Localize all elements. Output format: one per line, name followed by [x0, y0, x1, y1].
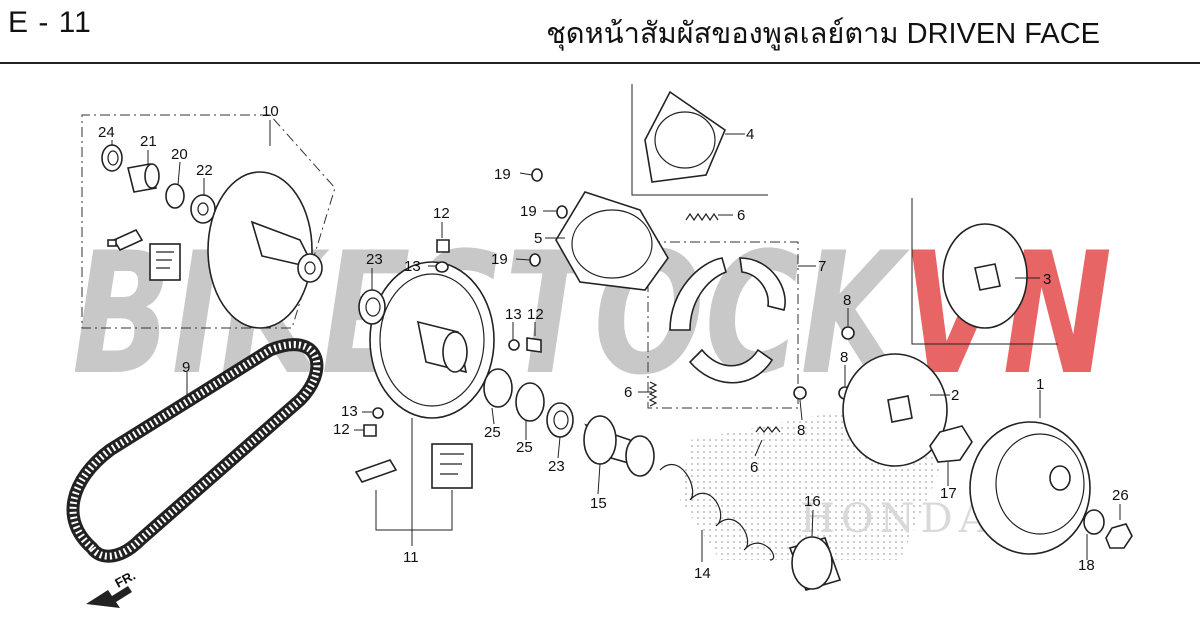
part-11-movable-driven-face	[369, 261, 495, 419]
header-rule	[0, 62, 1200, 64]
callout-22: 22	[196, 162, 213, 179]
header: E - 11 ชุดหน้าสัมผัสของพูลเลย์ตาม DRIVEN…	[0, 0, 1200, 64]
callout-8a: 8	[843, 292, 851, 309]
part-13-roller-c	[372, 407, 384, 419]
part-19-clip-b	[556, 205, 568, 219]
part-5-drive-plate	[555, 191, 669, 291]
part-6-spring-c	[755, 426, 781, 433]
callout-15: 15	[590, 495, 607, 512]
group-box-3	[911, 198, 1058, 345]
part-9-drive-belt	[66, 338, 324, 563]
callout-25a: 25	[484, 424, 501, 441]
callout-9: 9	[182, 359, 190, 376]
callout-24: 24	[98, 124, 115, 141]
group-box-4	[631, 84, 768, 196]
background-logo-text: HONDA	[800, 496, 994, 542]
part-17-nut	[929, 425, 973, 463]
part-4-plate-gasket	[644, 90, 726, 183]
part-6-spring	[685, 212, 719, 222]
background-honda-logo: HONDA	[680, 400, 994, 560]
callout-6c: 6	[750, 459, 758, 476]
callout-12a: 12	[433, 205, 450, 222]
group-box-7	[647, 241, 799, 409]
callout-19a: 19	[494, 166, 511, 183]
callout-3: 3	[1043, 271, 1051, 288]
part-19-clip-c	[529, 253, 541, 267]
part-24-oil-seal	[101, 144, 123, 172]
part-20-circlip	[165, 183, 185, 209]
callout-25b: 25	[516, 439, 533, 456]
callout-21: 21	[140, 133, 157, 150]
callout-5: 5	[534, 230, 542, 247]
part-23-oil-seal	[358, 289, 386, 325]
callout-26: 26	[1112, 487, 1129, 504]
front-direction-arrow: FR.	[86, 568, 138, 608]
part-16-spring-seat	[788, 536, 842, 591]
part-12-guide-pin	[436, 239, 450, 253]
callout-13a: 13	[404, 258, 421, 275]
part-15-seal-collar	[583, 415, 655, 477]
part-26-nut	[1105, 523, 1133, 549]
callout-11: 11	[403, 549, 419, 566]
page-title: ชุดหน้าสัมผัสของพูลเลย์ตาม DRIVEN FACE	[546, 18, 1100, 50]
front-direction-label: FR.	[112, 568, 138, 591]
leader-lines	[111, 120, 1121, 562]
part-13-roller-b	[508, 339, 520, 351]
grease-card-icon	[149, 243, 181, 281]
part-13-roller	[435, 261, 449, 273]
part-3-drive-plate	[942, 223, 1028, 329]
grease-tube-icon-b	[354, 459, 398, 483]
part-12-guide-pin-b	[526, 337, 542, 353]
part-8-collar	[841, 326, 855, 340]
callout-14: 14	[694, 565, 711, 582]
page-code: E - 11	[8, 6, 92, 39]
callout-13b: 13	[505, 306, 522, 323]
part-1-clutch-outer	[969, 421, 1091, 555]
callout-8b: 8	[840, 349, 848, 366]
callout-16: 16	[804, 493, 821, 510]
grease-card-icon-b	[431, 443, 473, 489]
callout-4: 4	[746, 126, 754, 143]
callout-2: 2	[951, 387, 959, 404]
part-8-collar-c	[793, 386, 807, 400]
callout-10: 10	[262, 103, 279, 120]
callout-1: 1	[1036, 376, 1044, 393]
part-21-needle-bearing	[127, 163, 160, 193]
part-7-clutch-weight-set	[669, 257, 786, 384]
part-14-driven-face-spring	[659, 463, 775, 561]
part-25-o-ring-b	[515, 382, 545, 422]
part-10-driven-face	[207, 171, 323, 329]
part-12-guide-pin-c	[363, 424, 377, 437]
callout-20: 20	[171, 146, 188, 163]
exploded-parts-diagram: HONDA BIKESTOCKVN	[66, 84, 1133, 608]
callout-18: 18	[1078, 557, 1095, 574]
group-box-10	[81, 114, 336, 329]
part-6-spring-b	[648, 381, 658, 407]
callout-6b: 6	[624, 384, 632, 401]
callout-6a: 6	[737, 207, 745, 224]
callout-19c: 19	[491, 251, 508, 268]
callout-7: 7	[818, 258, 826, 275]
callout-23a: 23	[366, 251, 383, 268]
callout-8c: 8	[797, 422, 805, 439]
callout-23b: 23	[548, 458, 565, 475]
callout-12b: 12	[527, 306, 544, 323]
callout-labels: 1 2 3 4 5 6 6 6 7 8 8 8 9 10 11 12 12 12…	[98, 103, 1129, 582]
grease-tube-icon	[107, 228, 144, 252]
part-2-clutch-plate	[842, 353, 948, 467]
part-18-washer	[1083, 509, 1105, 535]
callout-17: 17	[940, 485, 957, 502]
callout-12c: 12	[333, 421, 350, 438]
callout-13c: 13	[341, 403, 358, 420]
part-19-clip	[531, 168, 543, 182]
part-23-oil-seal-b	[546, 402, 574, 438]
callout-19b: 19	[520, 203, 537, 220]
part-25-o-ring	[483, 368, 513, 408]
